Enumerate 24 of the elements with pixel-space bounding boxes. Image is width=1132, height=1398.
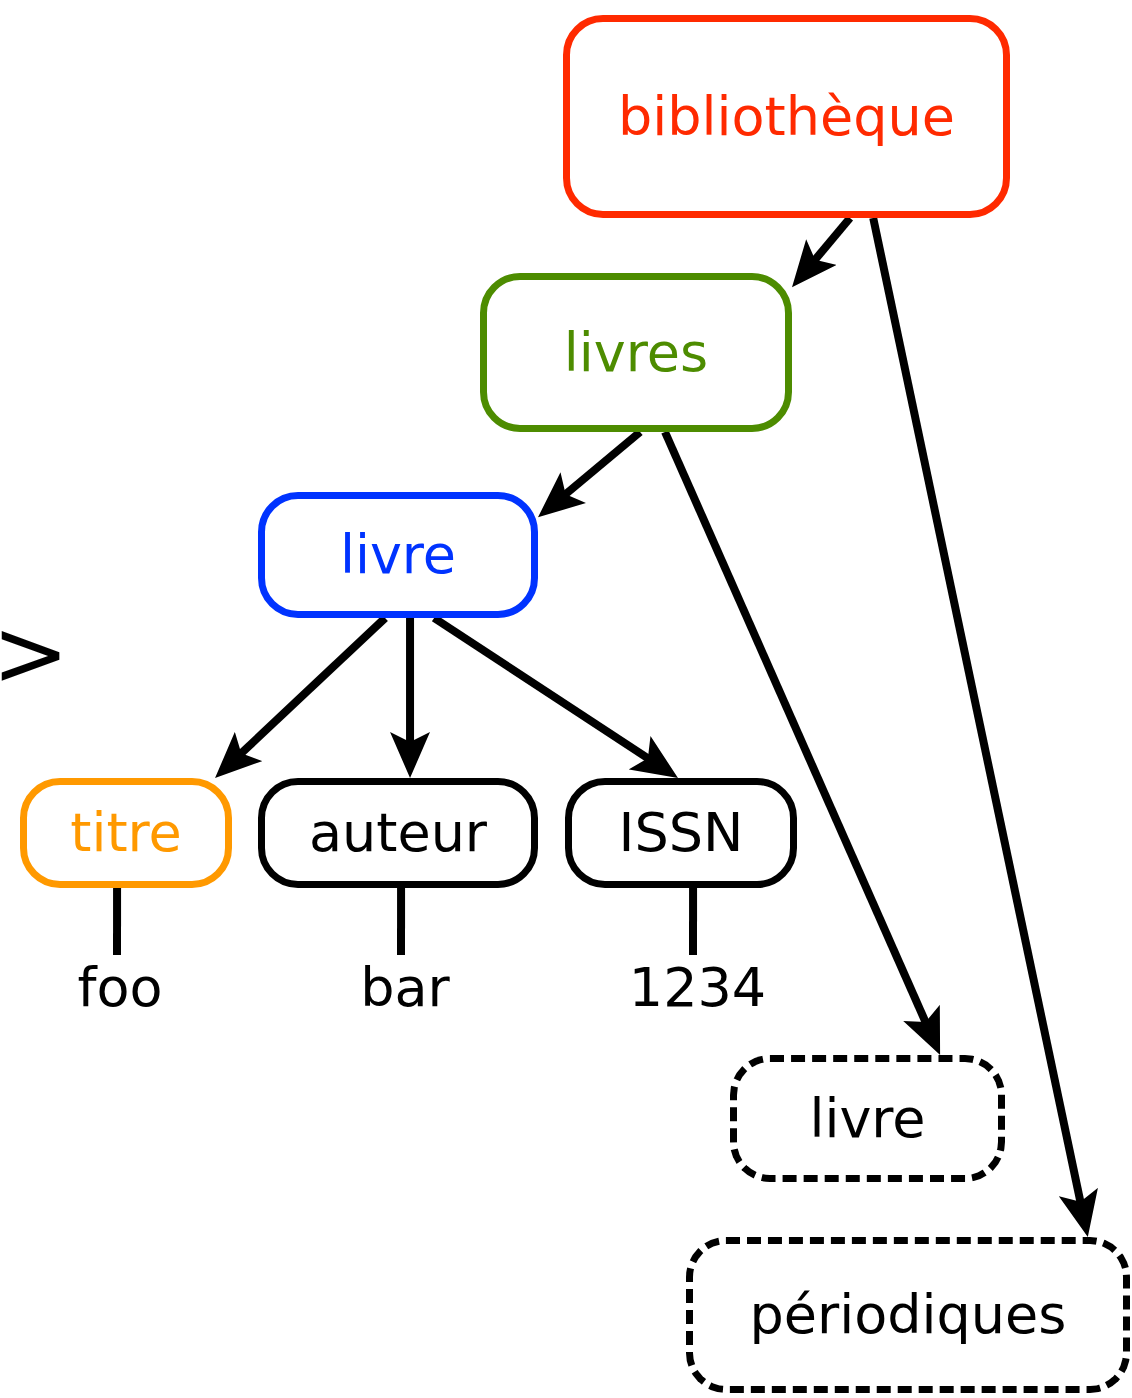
node-label: livre: [809, 1088, 926, 1149]
node-label: titre: [70, 803, 182, 863]
rounded-box: [20, 778, 232, 888]
rounded-box: [258, 778, 538, 888]
node-label: livre: [339, 525, 457, 585]
node-label: périodiques: [749, 1285, 1067, 1345]
symbol-text: >: [0, 608, 70, 700]
arrow: [869, 217, 1098, 1237]
rounded-box: [565, 778, 797, 888]
rounded-box: [480, 273, 792, 432]
dashed-rounded-box: [730, 1055, 1005, 1182]
node-label: livres: [563, 322, 709, 383]
arrow: [792, 215, 854, 288]
dashed-rounded-box: [686, 1237, 1130, 1393]
value-text: foo: [77, 957, 163, 1018]
rounded-box: [563, 15, 1010, 218]
rounded-box: [258, 492, 538, 618]
node-label: ISSN: [618, 803, 744, 863]
node-label: auteur: [308, 803, 488, 863]
value-text: 1234: [628, 957, 767, 1018]
arrow: [215, 615, 388, 778]
value-text: bar: [360, 957, 450, 1018]
node-label: bibliothèque: [618, 86, 955, 147]
arrow: [661, 430, 941, 1055]
